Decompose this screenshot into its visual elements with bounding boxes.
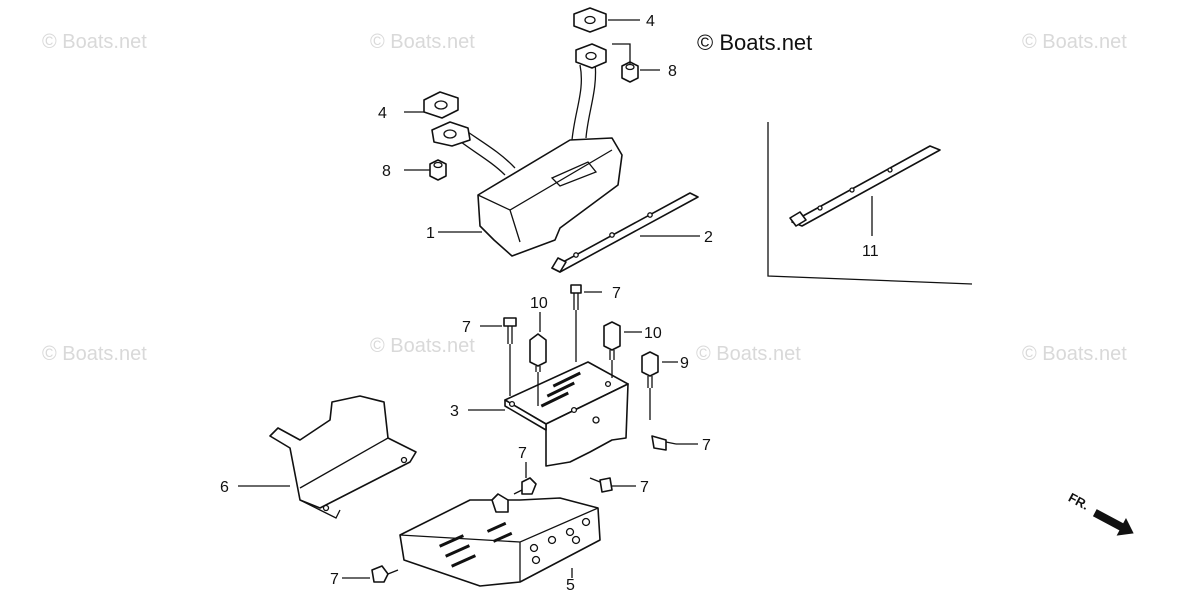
part-rail[interactable]: [789, 145, 941, 227]
callout-9: 9: [680, 355, 689, 372]
bolt-10-left[interactable]: [529, 333, 547, 372]
watermark-mid-right-center: © Boats.net: [696, 343, 801, 365]
callout-4-top: 4: [646, 13, 655, 30]
muffler-top-ridge: [477, 149, 613, 243]
bolt-7-bottom[interactable]: [371, 565, 399, 583]
bolt-7-left[interactable]: [503, 317, 517, 344]
watermark-top-right: © Boats.net: [1022, 31, 1127, 53]
part-cover-bracket[interactable]: [269, 395, 417, 519]
flange-hole-upper: [585, 51, 597, 61]
callout-10-left: 10: [530, 295, 548, 312]
front-label: FR.: [1066, 490, 1092, 513]
callout-7-left: 7: [462, 319, 471, 336]
callout-7-top: 7: [612, 285, 621, 302]
watermark-mid-left: © Boats.net: [42, 343, 147, 365]
bolt-7-right[interactable]: [651, 435, 677, 451]
flange-hole-lower: [443, 129, 457, 139]
callout-7-right: 7: [702, 437, 711, 454]
part-strip-plate[interactable]: [551, 192, 699, 273]
bolt-7-top[interactable]: [570, 284, 582, 310]
callout-7-mid: 7: [518, 445, 527, 462]
inset-frame: [767, 122, 973, 285]
callout-1: 1: [426, 225, 435, 242]
muffler-body: [477, 137, 623, 257]
leader-lines: [238, 19, 873, 579]
watermark-mid-right: © Boats.net: [1022, 343, 1127, 365]
bolt-7-mid-right[interactable]: [589, 477, 613, 493]
part-gasket-top[interactable]: [573, 7, 607, 33]
callout-5: 5: [566, 577, 575, 594]
callout-8-left: 8: [382, 163, 391, 180]
part-gasket-left[interactable]: [423, 91, 459, 119]
part-bracket[interactable]: [504, 361, 629, 467]
callout-6: 6: [220, 479, 229, 496]
bolt-7-mid[interactable]: [513, 477, 537, 495]
callout-4-left: 4: [378, 105, 387, 122]
watermark-top-left: © Boats.net: [42, 31, 147, 53]
callout-8-right: 8: [668, 63, 677, 80]
watermark-mid-center: © Boats.net: [370, 335, 475, 357]
part-nut-right[interactable]: [621, 61, 639, 83]
front-arrow-icon: [1092, 509, 1134, 536]
callout-3: 3: [450, 403, 459, 420]
bolt-10-right[interactable]: [603, 321, 621, 360]
bolt-9[interactable]: [641, 351, 659, 388]
watermark-top-center: © Boats.net: [370, 31, 475, 53]
part-nut-left[interactable]: [429, 159, 447, 181]
watermarks: © Boats.net © Boats.net © Boats.net © Bo…: [42, 31, 1127, 365]
copyright-notice: © Boats.net: [697, 30, 812, 55]
part-muffler[interactable]: [431, 43, 623, 257]
part-lower-plate[interactable]: [399, 493, 601, 587]
callout-2: 2: [704, 229, 713, 246]
callout-10-right: 10: [644, 325, 662, 342]
callout-7-bottom: 7: [330, 571, 339, 588]
exhaust-pipe-rear: [571, 61, 597, 141]
callouts: 4 4 8 8 1 2 11 7 10 7 10 9 3 7 7 7 6 5 7: [220, 13, 879, 594]
front-direction-indicator: FR.: [1066, 490, 1134, 536]
callout-11: 11: [862, 243, 879, 260]
callout-7-mid-right: 7: [640, 479, 649, 496]
